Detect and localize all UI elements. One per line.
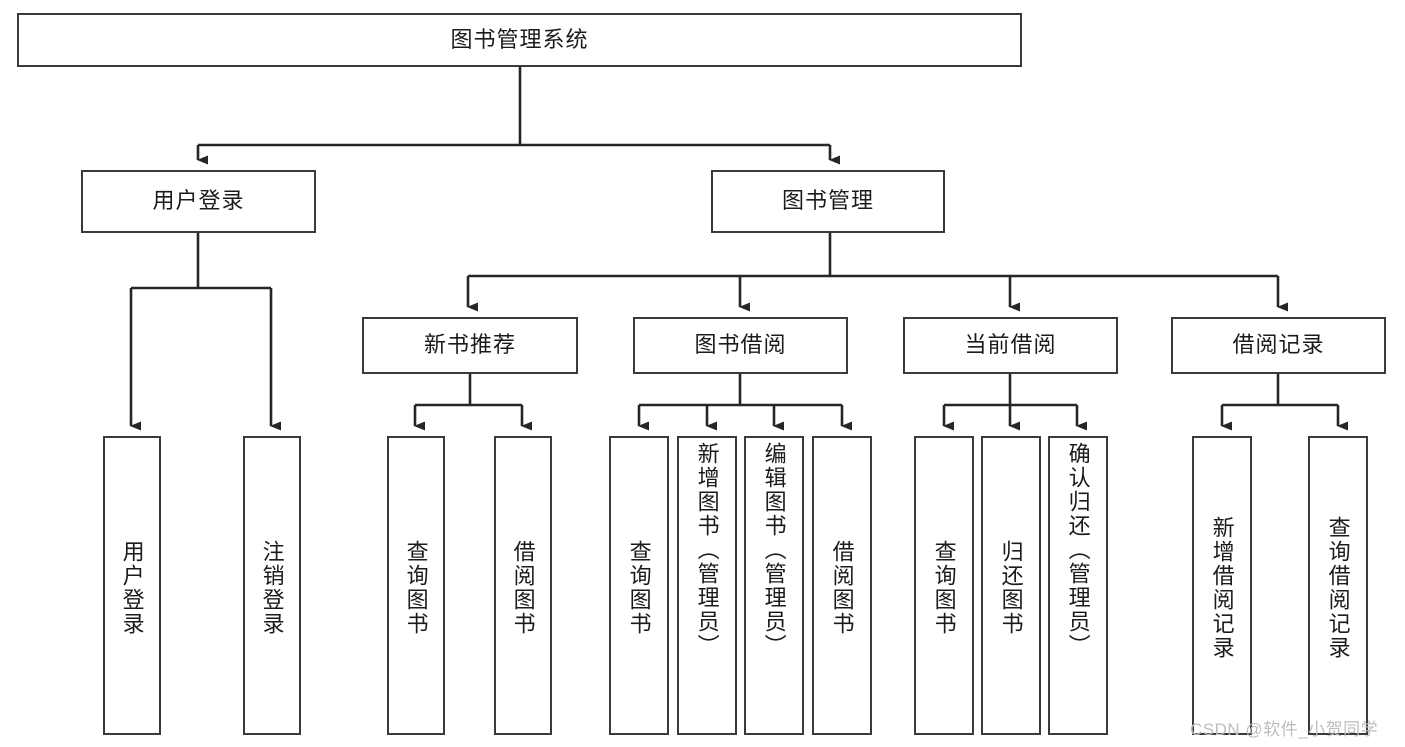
node-leaf-return-book[interactable]: 归还图书 (981, 436, 1041, 735)
node-root-library-system[interactable]: 图书管理系统 (17, 13, 1022, 67)
node-leaf-borrow-book[interactable]: 借阅图书 (812, 436, 872, 735)
node-label: 确认归还（管理员） (1065, 442, 1091, 658)
node-leaf-user-login[interactable]: 用户登录 (103, 436, 161, 735)
node-label: 图书借阅 (694, 332, 787, 358)
node-book-borrow[interactable]: 图书借阅 (633, 317, 848, 374)
node-label: 查询借阅记录 (1325, 515, 1351, 660)
watermark-text: CSDN @软件_小贺同学 (1190, 720, 1379, 739)
node-leaf-add-book[interactable]: 新增图书（管理员） (677, 436, 737, 735)
node-label: 新增图书（管理员） (694, 442, 720, 658)
node-label: 查询图书 (931, 539, 957, 636)
node-label: 用户登录 (119, 539, 145, 636)
node-label: 注销登录 (259, 539, 285, 636)
node-leaf-query-book-current[interactable]: 查询图书 (914, 436, 974, 735)
node-user-login[interactable]: 用户登录 (81, 170, 316, 233)
node-label: 借阅记录 (1232, 332, 1325, 358)
node-label: 查询图书 (626, 539, 652, 636)
node-current-borrow[interactable]: 当前借阅 (903, 317, 1118, 374)
node-leaf-logout-login[interactable]: 注销登录 (243, 436, 301, 735)
node-label: 编辑图书（管理员） (761, 442, 787, 658)
node-label: 新增借阅记录 (1209, 515, 1235, 660)
node-label: 图书管理系统 (450, 26, 589, 52)
node-leaf-confirm-return[interactable]: 确认归还（管理员） (1048, 436, 1108, 735)
node-label: 归还图书 (998, 539, 1024, 636)
node-label: 图书管理 (781, 188, 874, 214)
node-leaf-edit-book[interactable]: 编辑图书（管理员） (744, 436, 804, 735)
node-new-book-recommend[interactable]: 新书推荐 (362, 317, 578, 374)
node-label: 当前借阅 (964, 332, 1057, 358)
node-leaf-query-book-recommend[interactable]: 查询图书 (387, 436, 445, 735)
node-label: 新书推荐 (423, 332, 516, 358)
node-book-management[interactable]: 图书管理 (711, 170, 945, 233)
node-leaf-add-borrow-record[interactable]: 新增借阅记录 (1192, 436, 1252, 735)
node-label: 查询图书 (403, 539, 429, 636)
node-label: 借阅图书 (829, 539, 855, 636)
node-leaf-query-borrow-record[interactable]: 查询借阅记录 (1308, 436, 1368, 735)
node-leaf-borrow-book-recommend[interactable]: 借阅图书 (494, 436, 552, 735)
node-label: 借阅图书 (510, 539, 536, 636)
node-label: 用户登录 (152, 188, 245, 214)
node-leaf-query-book-borrow[interactable]: 查询图书 (609, 436, 669, 735)
node-borrow-record[interactable]: 借阅记录 (1171, 317, 1386, 374)
